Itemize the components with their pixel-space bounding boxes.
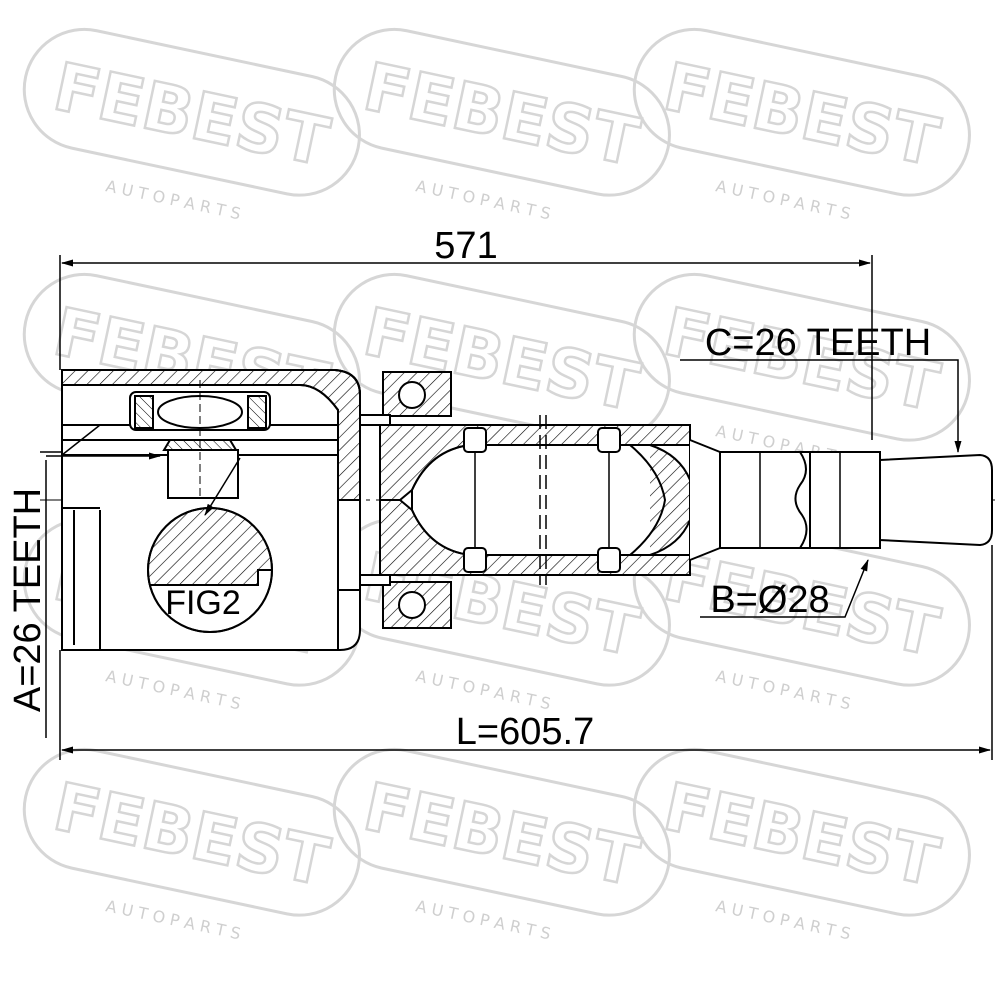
watermark-tagline: A U T O P A R T S (414, 666, 552, 713)
watermark-tagline: A U T O P A R T S (104, 896, 242, 943)
watermark-badge (22, 27, 361, 197)
watermark-brand: FEBEST (657, 48, 945, 181)
dimensions (45, 255, 993, 760)
watermark-tagline: A U T O P A R T S (414, 176, 552, 223)
fig2-label: FIG2 (165, 584, 241, 622)
dim-label-c-teeth: C=26 TEETH (705, 322, 931, 364)
intermediate-shaft (379, 415, 691, 585)
watermark-brand: FEBEST (357, 48, 645, 181)
bearing-upper (359, 371, 452, 426)
watermark-brand: FEBEST (47, 768, 335, 901)
watermark-brand: FEBEST (357, 768, 645, 901)
watermark-tagline: A U T O P A R T S (714, 176, 852, 223)
watermark-brand: FEBEST (657, 768, 945, 901)
leader-c (680, 359, 962, 453)
labels: 571 C=26 TEETH B=Ø28 L=605.7 A=26 TEETH … (7, 225, 931, 753)
dim-label-b-diameter: B=Ø28 (710, 579, 829, 621)
fig2-detail (147, 457, 273, 633)
dim-label-a-teeth: A=26 TEETH (7, 488, 49, 712)
bearing-lower (359, 574, 452, 629)
dim-label-total-length: L=605.7 (456, 711, 594, 753)
watermark-tagline: A U T O P A R T S (414, 896, 552, 943)
cv-joint-drawing (40, 369, 995, 651)
watermark-brand: FEBEST (47, 48, 335, 181)
watermark-tagline: A U T O P A R T S (104, 666, 242, 713)
watermark-tagline: A U T O P A R T S (714, 896, 852, 943)
leader-b (700, 559, 869, 618)
tripod-roller (129, 380, 271, 500)
dim-label-571: 571 (434, 225, 497, 267)
watermark-tagline: A U T O P A R T S (104, 176, 242, 223)
stub-shaft (689, 439, 993, 561)
watermark-tagline: A U T O P A R T S (714, 666, 852, 713)
